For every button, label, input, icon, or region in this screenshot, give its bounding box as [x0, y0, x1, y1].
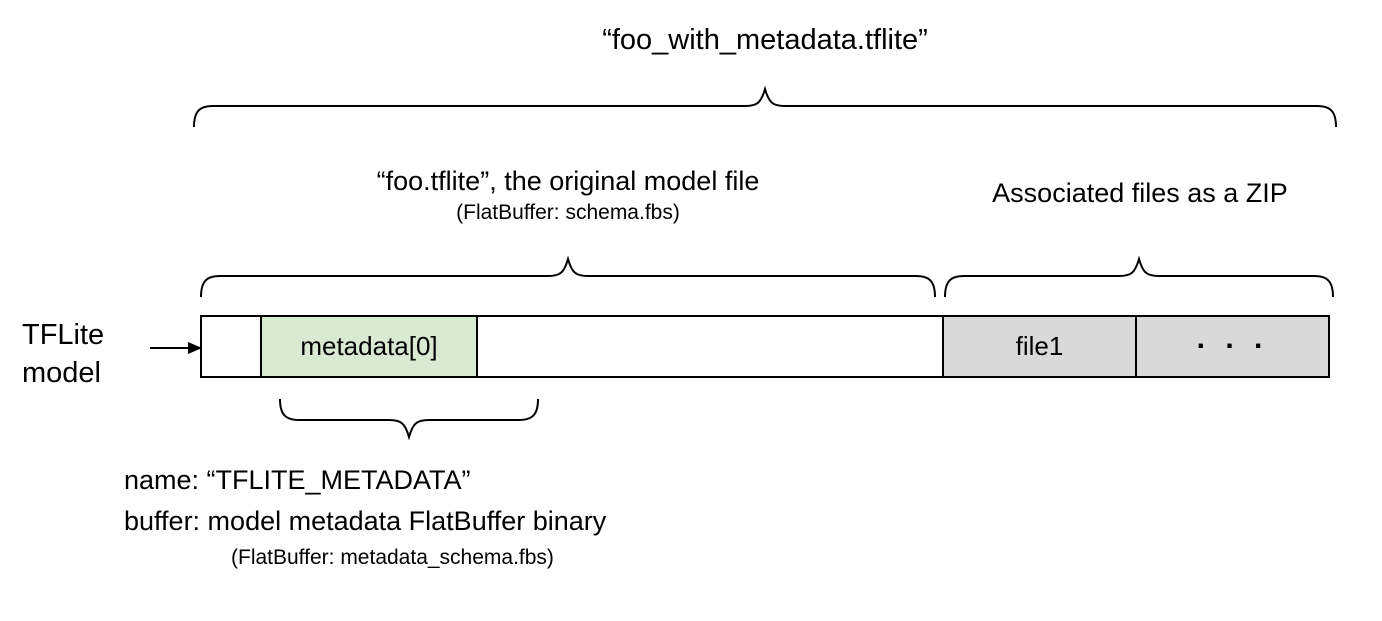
segment-leading-bytes [202, 317, 260, 376]
tflite-model-label-line1: TFLite [22, 319, 105, 351]
metadata-annotation-name: name: “TFLITE_METADATA” [124, 465, 471, 495]
segment-file1: file1 [942, 317, 1135, 376]
metadata-annotation-buffer: buffer: model metadata FlatBuffer binary [124, 506, 607, 536]
overbrace-model-part [200, 256, 936, 298]
model-section-subtitle: (FlatBuffer: schema.fbs) [456, 201, 680, 224]
segment-metadata: metadata[0] [260, 317, 476, 376]
metadata-annotation-schema: (FlatBuffer: metadata_schema.fbs) [231, 546, 554, 569]
segment-model-body [476, 317, 942, 376]
file-title: “foo_with_metadata.tflite” [602, 24, 928, 56]
segment-more-files-label: . . . [1196, 321, 1269, 355]
model-section-title: “foo.tflite”, the original model file [376, 166, 760, 196]
right-arrow-icon [150, 342, 202, 354]
segment-metadata-label: metadata[0] [300, 331, 438, 361]
metadata-annotation: name: “TFLITE_METADATA” buffer: model me… [124, 460, 606, 574]
tflite-model-label-line2: model [22, 357, 101, 389]
tflite-model-label: TFLite model [22, 316, 104, 392]
segment-more-files: . . . [1135, 317, 1328, 376]
underbrace-metadata [279, 398, 539, 440]
tflite-file-bar: metadata[0] file1 . . . [200, 315, 1330, 378]
overbrace-whole-file [193, 86, 1337, 128]
zip-section-label: Associated files as a ZIP [992, 178, 1288, 208]
model-section-label: “foo.tflite”, the original model file (F… [200, 166, 936, 225]
overbrace-zip-part [944, 256, 1334, 298]
segment-file1-label: file1 [1015, 331, 1064, 361]
